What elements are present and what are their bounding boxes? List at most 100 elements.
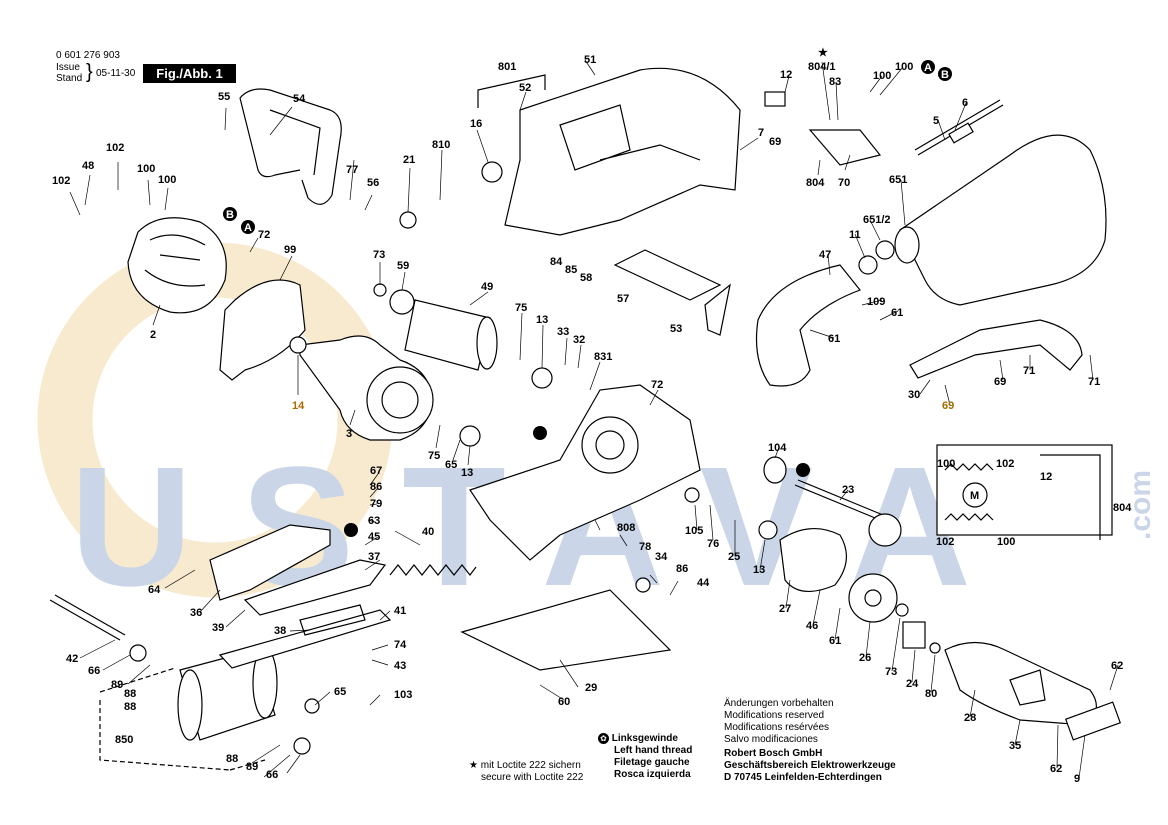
label-804c: 804 (1113, 502, 1132, 514)
left-hand-line-3: Filetage gauche (614, 757, 690, 769)
changes-line-4: Salvo modificaciones (724, 734, 818, 745)
label-69b: 69 (994, 376, 1006, 388)
marker-A-right-text: A (924, 62, 932, 74)
label-62a: 62 (1111, 660, 1123, 672)
label-100c: 100 (873, 70, 891, 82)
part-57-plate (613, 249, 722, 301)
changes-line-3: Modifications resérvées (724, 722, 830, 733)
part-831-gear-housing (469, 384, 701, 561)
label-46: 46 (806, 620, 818, 632)
part-66b-washer (293, 737, 311, 755)
label-76: 76 (707, 538, 719, 550)
part-40-spring (389, 564, 477, 576)
label-102b: 102 (52, 175, 70, 187)
part-6512-ring (875, 240, 895, 260)
label-55: 55 (218, 91, 230, 103)
part-59-nut (389, 289, 415, 315)
bracket-801 (477, 74, 546, 108)
label-86a: 86 (676, 563, 688, 575)
left-hand-line-1: Linksgewinde (611, 733, 678, 745)
label-66a: 66 (88, 665, 100, 677)
left-hand-line-4: Rosca izquierda (614, 769, 691, 781)
label-23: 23 (842, 484, 854, 496)
label-47: 47 (819, 249, 831, 261)
label-850: 850 (115, 734, 133, 746)
label-69c: 69 (942, 400, 954, 412)
label-14: 14 (292, 400, 305, 412)
label-43: 43 (394, 660, 406, 672)
schematic-windings (944, 454, 1101, 540)
label-9: 9 (1074, 773, 1080, 785)
company-note: Robert Bosch GmbH Geschäftsbereich Elekt… (724, 748, 896, 784)
company-line-1: Robert Bosch GmbH (724, 748, 823, 759)
label-109: 109 (867, 296, 885, 308)
watermark-domain: .com (1124, 470, 1157, 540)
label-27: 27 (779, 603, 791, 615)
label-80: 80 (925, 688, 937, 700)
figure-label: Fig./Abb. 1 (143, 64, 236, 83)
label-99: 99 (284, 244, 296, 256)
marker-B-right (938, 67, 952, 81)
label-8041: 804/1 (808, 61, 836, 73)
part-5-cord-guard (948, 122, 974, 144)
part-23-pinion (868, 513, 902, 547)
part-65-washer (304, 698, 320, 714)
label-3: 3 (346, 428, 352, 440)
part-2-field-winding (127, 217, 227, 314)
left-hand-thread-note: ✿ Linksgewinde Left hand thread Filetage… (598, 733, 692, 781)
label-48: 48 (82, 160, 94, 172)
changes-line-1: Änderungen vorbehalten (724, 698, 834, 709)
label-39: 39 (212, 622, 224, 634)
label-63: 63 (368, 515, 380, 527)
part-104-bushing (763, 456, 787, 484)
label-24: 24 (906, 678, 919, 690)
label-M: M (970, 490, 979, 502)
label-11: 11 (849, 229, 861, 241)
part-13c-bearing (758, 520, 778, 540)
part-27-bearing-plate (779, 527, 847, 592)
marker-A-left-text: A (244, 222, 252, 234)
part-26-gear (848, 573, 898, 623)
part-73-washer (373, 283, 387, 297)
label-34: 34 (655, 551, 668, 563)
label-36: 36 (190, 607, 202, 619)
label-52: 52 (519, 82, 531, 94)
label-89b: 89 (246, 761, 258, 773)
label-5: 5 (933, 115, 939, 127)
part-42-rod (49, 594, 126, 641)
issue-label: Issue (56, 62, 80, 73)
label-100e: 100 (937, 458, 955, 470)
stand-label: Stand (56, 73, 83, 84)
marker-B-left-text: B (226, 209, 234, 221)
label-71b: 71 (1088, 376, 1100, 388)
part-37-lever (243, 559, 387, 616)
label-71a: 71 (1023, 365, 1035, 377)
company-line-3: D 70745 Leinfelden-Echterdingen (724, 772, 882, 783)
part-831-bore (581, 416, 639, 474)
bracket-88-850 (99, 667, 266, 771)
label-100a: 100 (137, 163, 155, 175)
part-30-handle (909, 319, 1083, 379)
label-74: 74 (394, 639, 407, 651)
label-105: 105 (685, 525, 703, 537)
part-54-clamp (239, 88, 342, 205)
label-100b: 100 (158, 174, 176, 186)
label-77: 77 (346, 164, 358, 176)
label-831: 831 (594, 351, 612, 363)
part-51-housing (504, 67, 741, 236)
label-103: 103 (394, 689, 412, 701)
label-75b: 75 (428, 450, 440, 462)
label-88c: 88 (226, 753, 238, 765)
part-11-ring (858, 255, 878, 275)
label-60: 60 (558, 696, 570, 708)
loctite-note: ★ mit Loctite 222 sichern secure with Lo… (469, 760, 583, 784)
label-54: 54 (293, 93, 306, 105)
part-number: 0 601 276 903 (56, 50, 120, 61)
part-99-baffle (219, 279, 306, 381)
label-801: 801 (498, 61, 516, 73)
issue-brace: } (86, 61, 93, 83)
marker-B-right-text: B (941, 69, 949, 81)
label-62b: 62 (1050, 763, 1062, 775)
part-80-washer (929, 642, 941, 654)
